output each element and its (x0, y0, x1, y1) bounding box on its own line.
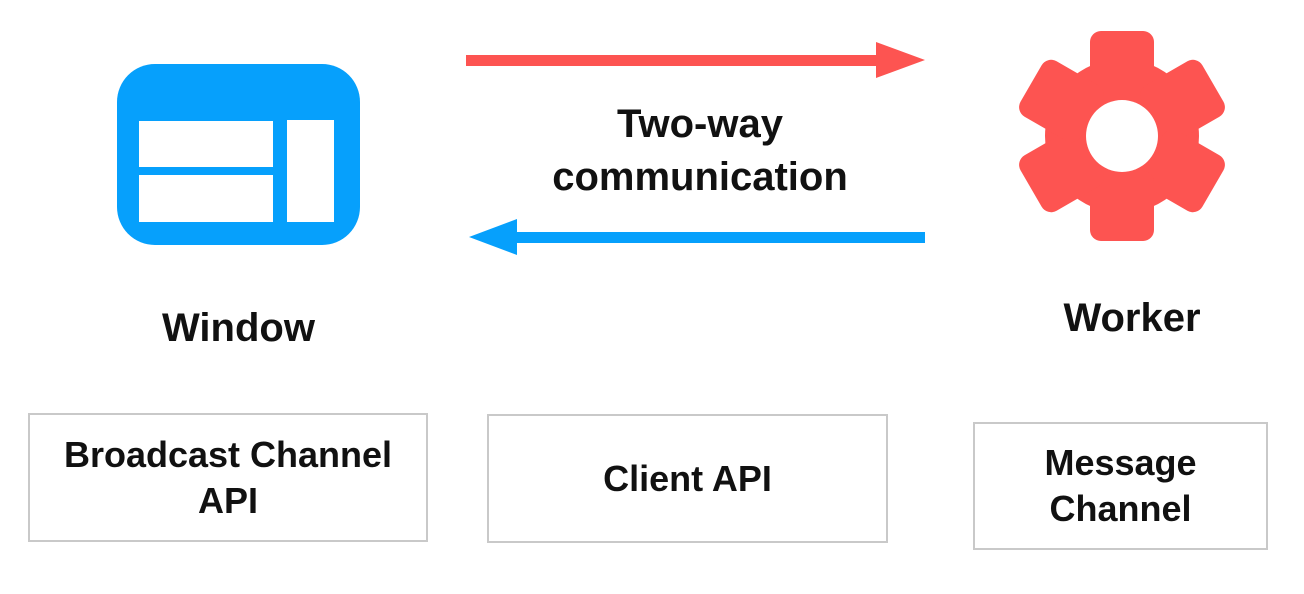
browser-window-pane-side (287, 120, 334, 222)
browser-window-icon (117, 64, 360, 245)
arrow-shaft (511, 232, 925, 243)
arrow-window-to-worker (466, 42, 925, 78)
broadcast-channel-api-box: Broadcast Channel API (28, 413, 428, 542)
arrow-head-left (469, 219, 517, 255)
gear-body (1019, 31, 1225, 241)
message-channel-box: Message Channel (973, 422, 1268, 550)
browser-window-pane-bottom (139, 175, 273, 222)
message-channel-label: Message Channel (1044, 442, 1197, 529)
client-api-box: Client API (487, 414, 888, 543)
browser-window-pane-top (139, 121, 273, 167)
gear-icon (1019, 31, 1225, 241)
window-label: Window (162, 306, 315, 350)
arrow-worker-to-window (469, 219, 925, 255)
worker-label: Worker (1063, 296, 1201, 340)
gear-hole (1086, 100, 1158, 172)
arrow-shaft (466, 55, 884, 66)
broadcast-channel-api-label: Broadcast Channel API (63, 433, 393, 521)
two-way-communication-label: Two-way communication (552, 102, 848, 199)
client-api-label: Client API (603, 457, 772, 499)
arrow-head-right (876, 42, 925, 78)
